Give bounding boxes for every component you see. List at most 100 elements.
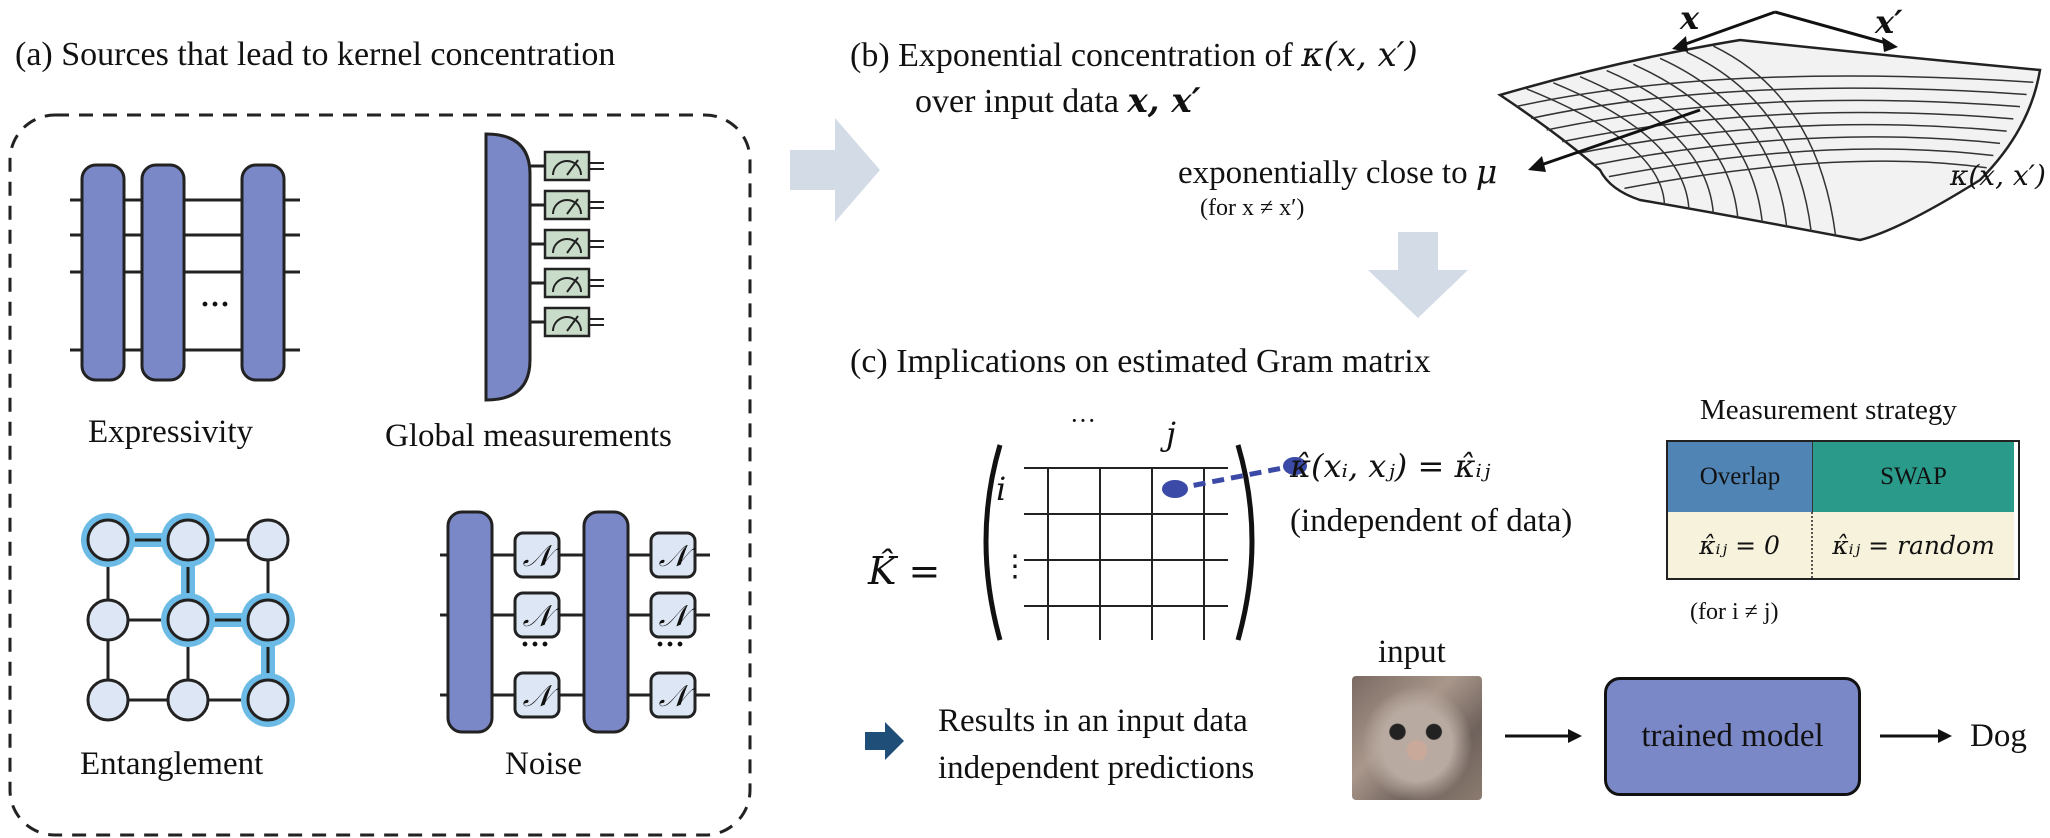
exponentially-close-label: exponentially close to μ [1178, 155, 1497, 190]
surface-grid-line [1546, 99, 2021, 131]
noise-channel-box [649, 591, 697, 639]
surface-grid-line [1530, 87, 2027, 120]
expressivity-circuit [70, 163, 300, 382]
qubit-node [86, 518, 130, 562]
qubit-node [166, 518, 210, 562]
surface-grid-line [1659, 57, 1788, 227]
arrow-a-to-b [790, 118, 880, 222]
overlap-header: Overlap [1668, 442, 1813, 512]
entry-formula: κ̂(xᵢ, xⱼ) = κ̂ᵢⱼ [1290, 447, 1491, 485]
row-dots: ⋮ [1000, 550, 1030, 583]
close-text: exponentially close to [1178, 155, 1468, 191]
swap-value: κ̂ᵢⱼ = random [1813, 512, 2014, 578]
mu-arrow [1537, 108, 1701, 168]
noise-channel-box [513, 591, 561, 639]
surface-grid-line [1593, 136, 2001, 166]
panel-b-subtitle: over input data x, x′ [915, 84, 1201, 119]
result-line-1: Results in an input data [938, 703, 1248, 739]
mu-symbol: μ [1475, 152, 1498, 191]
strategy-table: Overlap SWAP κ̂ᵢⱼ = 0 κ̂ᵢⱼ = random [1666, 440, 2020, 580]
matrix-right-bracket [1235, 444, 1255, 641]
entanglement-lattice [81, 513, 295, 727]
panel-b-title-math: κ(x, x′) [1301, 35, 1418, 75]
expressivity-dots: ··· [200, 288, 231, 321]
k-hat-label: K̂ = [868, 549, 941, 593]
qubit-node [246, 518, 290, 562]
col-j: j [1166, 415, 1176, 453]
trained-model-box: trained model [1604, 677, 1861, 796]
noise-dots-2: ··· [655, 628, 686, 661]
qubit-node [246, 678, 290, 722]
noise-channel-box [649, 671, 697, 719]
noise-channel-box [513, 671, 561, 719]
axis-xprime-arrow [1774, 10, 1891, 46]
surface-grid-line [1713, 45, 1837, 236]
qubit-node [166, 598, 210, 642]
result-line-2: independent predictions [938, 750, 1255, 786]
swap-header: SWAP [1813, 442, 2014, 512]
panel-b-subtitle-math: x, x′ [1127, 81, 1201, 121]
surface-grid-line [1553, 82, 1690, 209]
noise-channel-box [513, 531, 561, 579]
noise-dots-1: ··· [520, 628, 551, 661]
meter-icon [543, 189, 591, 221]
meter-icon [543, 267, 591, 299]
input-cat-photo [1352, 676, 1482, 800]
row-i: i [996, 470, 1007, 508]
panel-b-subtitle-text: over input data [915, 83, 1119, 120]
global-measurement-circuit [484, 132, 604, 402]
meter-icon [543, 150, 591, 182]
surface-axis-x: x [1680, 0, 1700, 37]
surface-outline [1497, 38, 2042, 242]
kernel-surface [1497, 10, 2042, 242]
overlap-value: κ̂ᵢⱼ = 0 [1668, 512, 1813, 578]
qubit-node [86, 678, 130, 722]
entry-pointer-line [1174, 463, 1294, 492]
surface-grid-line [1562, 111, 2014, 143]
independent-label: (independent of data) [1290, 503, 1573, 539]
strategy-value-row: κ̂ᵢⱼ = 0 κ̂ᵢⱼ = random [1668, 512, 2018, 578]
output-label: Dog [1970, 718, 2027, 754]
gate-block-3 [240, 163, 286, 382]
global-measurements-label: Global measurements [385, 418, 672, 454]
gram-matrix [983, 444, 1307, 641]
surface-grid-line [1577, 123, 2007, 155]
surface-grid-line [1633, 63, 1763, 223]
panel-b-title: (b) Exponential concentration of κ(x, x′… [850, 38, 1418, 73]
result-arrow [865, 722, 904, 760]
entanglement-label: Entanglement [80, 746, 264, 782]
panel-c-title: (c) Implications on estimated Gram matri… [850, 343, 1431, 380]
panel-a-title: (a) Sources that lead to kernel concentr… [15, 36, 616, 73]
arrow-b-to-c [1368, 232, 1468, 318]
gate-block-2 [140, 163, 186, 382]
noise-gate-2 [582, 510, 630, 734]
sources-dashed-box [8, 113, 752, 837]
meter-icon [543, 306, 591, 338]
qubit-node [246, 598, 290, 642]
trained-model-label: trained model [1641, 718, 1824, 754]
entry-pointer-dot [1283, 457, 1307, 475]
strategy-condition: (for i ≠ j) [1690, 599, 1779, 625]
input-label: input [1378, 634, 1446, 670]
panel-b-title-text: (b) Exponential concentration of [850, 37, 1293, 74]
noise-channel-box [649, 531, 697, 579]
strategy-header-row: Overlap SWAP [1668, 442, 2018, 512]
expressivity-label: Expressivity [88, 414, 253, 450]
strategy-title: Measurement strategy [1700, 394, 1957, 426]
noise-label: Noise [505, 746, 582, 782]
meter-icon [543, 228, 591, 260]
surface-grid-line [1686, 51, 1812, 232]
surface-label: κ(x, x′) [1950, 159, 2046, 192]
axis-x-arrow [1679, 10, 1776, 48]
col-dots: ··· [1070, 406, 1096, 435]
surface-grid-line [1515, 75, 2034, 108]
panel-b-condition: (for x ≠ x′) [1200, 195, 1305, 221]
gate-block-1 [80, 163, 126, 382]
measurement-gate [484, 132, 532, 402]
qubit-node [166, 678, 210, 722]
surface-grid-line [1624, 160, 1987, 190]
surface-axis-xprime: x′ [1875, 3, 1903, 41]
noise-gate-1 [446, 510, 494, 734]
